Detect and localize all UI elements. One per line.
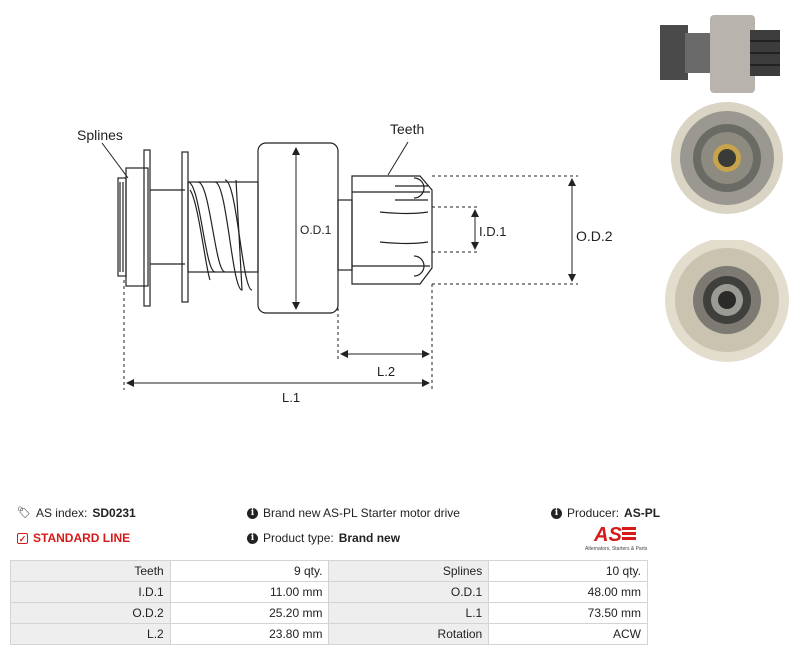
as-index-value: SD0231 (92, 506, 136, 520)
spec-value: 23.80 mm (169, 623, 330, 645)
spline-end (117, 177, 127, 277)
product-line-label: STANDARD LINE (33, 531, 131, 545)
spec-value: 9 qty. (169, 560, 330, 582)
product-photo-front (671, 102, 783, 214)
label-splines: Splines (77, 127, 123, 143)
spec-value: ACW (488, 623, 648, 645)
info-icon: i (247, 507, 258, 519)
spec-label: L.1 (328, 602, 490, 624)
product-line: ✓ STANDARD LINE (17, 531, 130, 545)
label-od1: O.D.1 (300, 223, 332, 237)
label-id1: I.D.1 (479, 224, 506, 239)
spec-label: L.2 (10, 623, 171, 645)
product-description: i Brand new AS-PL Starter motor drive (247, 506, 460, 520)
as-index: 🏷︎ AS index: SD0231 (17, 506, 136, 520)
product-type: i Product type: Brand new (247, 531, 400, 545)
spec-label: Splines (328, 560, 490, 582)
spring-housing (187, 181, 259, 273)
producer-value: AS-PL (624, 506, 661, 520)
label-l2: L.2 (377, 364, 395, 379)
spec-label: O.D.2 (10, 602, 171, 624)
spec-label: Teeth (10, 560, 171, 582)
spec-value: 11.00 mm (169, 581, 330, 603)
pinion (351, 175, 433, 285)
technical-drawing: Splines Teeth O.D.1 I.D.1 O.D.2 L.2 L.1 (77, 121, 613, 405)
label-teeth: Teeth (390, 121, 424, 137)
product-photo-back (665, 240, 789, 362)
spec-label: Rotation (328, 623, 490, 645)
spec-value: 10 qty. (488, 560, 648, 582)
as-index-label: AS index: (35, 506, 88, 520)
product-type-value: Brand new (338, 531, 401, 545)
description-text: Brand new AS-PL Starter motor drive (263, 506, 460, 520)
spec-value: 48.00 mm (488, 581, 648, 603)
info-icon: i (551, 507, 562, 519)
producer: i Producer: AS-PL (551, 506, 660, 520)
spec-value: 25.20 mm (169, 602, 330, 624)
flange (125, 167, 149, 287)
product-photo-side (655, 5, 800, 105)
as-pl-logo: AS Alternators, Starters & Parts (585, 524, 648, 552)
spec-label: O.D.1 (328, 581, 490, 603)
tag-icon: 🏷︎ (17, 506, 31, 519)
logo-mark: AS (593, 524, 622, 546)
spec-value: 73.50 mm (488, 602, 648, 624)
check-icon: ✓ (17, 532, 28, 544)
product-type-label: Product type: (263, 531, 334, 545)
logo-tagline: Alternators, Starters & Parts (585, 546, 648, 552)
label-od2: O.D.2 (576, 228, 613, 244)
spec-label: I.D.1 (10, 581, 171, 603)
info-icon: i (247, 532, 258, 544)
producer-label: Producer: (567, 506, 620, 520)
label-l1: L.1 (282, 390, 300, 405)
